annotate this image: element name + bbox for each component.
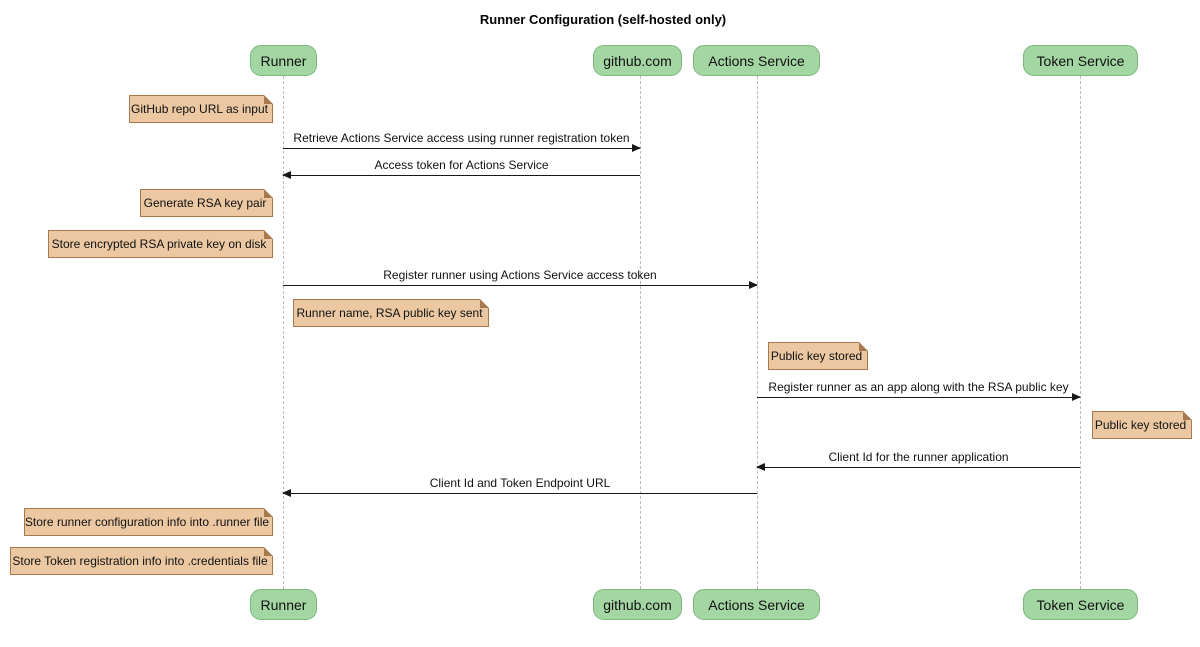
participant-runner-bottom: Runner (250, 589, 317, 620)
arrowhead-right-icon (632, 144, 641, 152)
lifeline-token-service (1080, 76, 1081, 589)
participant-label: Actions Service (708, 596, 805, 613)
message-label: Client Id for the runner application (828, 450, 1009, 464)
message-client-id-for-runner-app: Client Id for the runner application (756, 450, 1080, 471)
note-runner-name-sent: Runner name, RSA public key sent (293, 299, 489, 327)
participant-actions-service-top: Actions Service (693, 45, 820, 76)
message-line (757, 393, 1081, 401)
lifeline-github-com (640, 76, 641, 589)
participant-token-service-top: Token Service (1023, 45, 1138, 76)
participant-label: github.com (603, 52, 672, 69)
note-text: Store runner configuration info into .ru… (24, 515, 270, 529)
note-text: Store Token registration info into .cred… (12, 554, 268, 568)
note-store-credentials-file: Store Token registration info into .cred… (10, 547, 273, 575)
message-line (283, 281, 758, 289)
note-text: GitHub repo URL as input (131, 102, 268, 116)
message-client-id-and-token-endpoint: Client Id and Token Endpoint URL (282, 476, 757, 497)
note-public-key-stored-token: Public key stored (1092, 411, 1192, 439)
note-text: Runner name, RSA public key sent (296, 306, 483, 320)
note-text: Public key stored (770, 349, 863, 363)
message-label: Register runner as an app along with the… (768, 380, 1069, 394)
note-store-runner-file: Store runner configuration info into .ru… (24, 508, 273, 536)
message-label: Client Id and Token Endpoint URL (429, 476, 611, 490)
participant-runner-top: Runner (250, 45, 317, 76)
lifeline-runner (283, 76, 284, 589)
message-access-token-for-actions-service: Access token for Actions Service (282, 158, 640, 179)
participant-label: Actions Service (708, 52, 805, 69)
participant-label: Token Service (1036, 596, 1125, 613)
note-generate-rsa-key-pair: Generate RSA key pair (140, 189, 273, 217)
arrowhead-left-icon (282, 489, 291, 497)
message-line (756, 463, 1080, 471)
message-label: Retrieve Actions Service access using ru… (293, 131, 630, 145)
note-text: Public key stored (1094, 418, 1187, 432)
message-line (283, 144, 641, 152)
participant-github-com-top: github.com (593, 45, 682, 76)
diagram-title: Runner Configuration (self-hosted only) (479, 12, 727, 27)
participant-github-com-bottom: github.com (593, 589, 682, 620)
participant-label: github.com (603, 596, 672, 613)
arrowhead-left-icon (756, 463, 765, 471)
participant-actions-service-bottom: Actions Service (693, 589, 820, 620)
lifeline-actions-service (757, 76, 758, 589)
message-label: Access token for Actions Service (374, 158, 549, 172)
message-retrieve-actions-service-access: Retrieve Actions Service access using ru… (283, 131, 641, 152)
message-register-runner: Register runner using Actions Service ac… (283, 268, 758, 289)
note-store-private-key: Store encrypted RSA private key on disk (48, 230, 273, 258)
message-line (282, 171, 640, 179)
note-text: Generate RSA key pair (143, 196, 267, 210)
note-public-key-stored-actions: Public key stored (768, 342, 868, 370)
participant-token-service-bottom: Token Service (1023, 589, 1138, 620)
message-line (282, 489, 757, 497)
note-text: Store encrypted RSA private key on disk (51, 237, 267, 251)
participant-label: Token Service (1036, 52, 1125, 69)
arrowhead-left-icon (282, 171, 291, 179)
arrowhead-right-icon (749, 281, 758, 289)
participant-label: Runner (260, 52, 307, 69)
message-register-runner-as-app: Register runner as an app along with the… (757, 380, 1081, 401)
message-label: Register runner using Actions Service ac… (383, 268, 657, 282)
participant-label: Runner (260, 596, 307, 613)
note-github-repo-url: GitHub repo URL as input (129, 95, 273, 123)
arrowhead-right-icon (1072, 393, 1081, 401)
